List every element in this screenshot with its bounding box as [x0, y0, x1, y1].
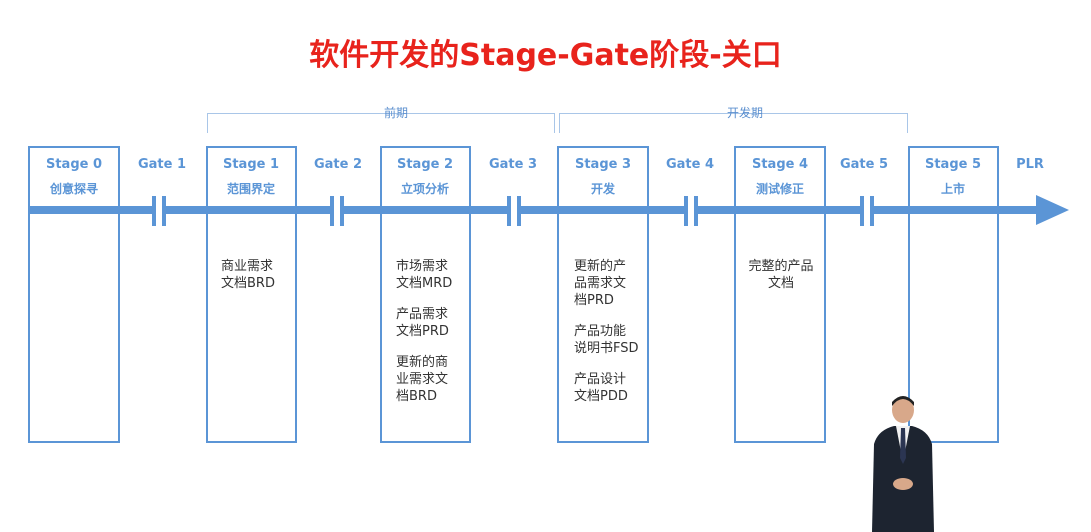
stage-5-box	[908, 146, 999, 443]
deliverable-line: 品需求文	[574, 276, 627, 291]
gate-1-label: Gate 1	[137, 157, 187, 172]
stage-4-box	[734, 146, 826, 443]
deliverable-line: 商业需求	[221, 259, 274, 274]
gate-1-tick-left	[152, 196, 156, 226]
stage-3-deliverables: 更新的产 品需求文 档PRD 产品功能 说明书FSD 产品设计 文档PDD	[574, 258, 644, 405]
stage-1-name: Stage 1	[222, 157, 280, 172]
gate-5-tick-left	[860, 196, 864, 226]
stage-1-box	[206, 146, 297, 443]
stage-2-box	[380, 146, 471, 443]
deliverable-line: 完整的产品	[748, 259, 814, 274]
deliverable-line: 文档PRD	[396, 324, 449, 339]
gate-3-label: Gate 3	[488, 157, 538, 172]
stage-2-name: Stage 2	[396, 157, 454, 172]
gate-2-label: Gate 2	[313, 157, 363, 172]
gate-2-tick-left	[330, 196, 334, 226]
deliverable-line: 文档BRD	[221, 276, 275, 291]
timeline-arrow-head	[1036, 195, 1069, 225]
deliverable-line: 说明书FSD	[574, 341, 639, 356]
plr-label: PLR	[1016, 157, 1044, 172]
stage-1-deliverables: 商业需求 文档BRD	[221, 258, 291, 292]
gate-4-label: Gate 4	[665, 157, 715, 172]
stage-5-sub: 上市	[940, 182, 966, 196]
stage-4-name: Stage 4	[751, 157, 809, 172]
stage-5-name: Stage 5	[924, 157, 982, 172]
phase-label-early: 前期	[383, 106, 409, 120]
stage-3-name: Stage 3	[574, 157, 632, 172]
gate-3-tick-right	[517, 196, 521, 226]
deliverable-line: 文档MRD	[396, 276, 453, 291]
stage-4-deliverables: 完整的产品 文档	[745, 258, 817, 292]
stage-1-sub: 范围界定	[226, 182, 276, 196]
stage-0-box	[28, 146, 120, 443]
stage-3-box	[557, 146, 649, 443]
deliverable-line: 文档PDD	[574, 389, 628, 404]
page-title: 软件开发的Stage-Gate阶段-关口	[309, 38, 782, 73]
deliverable-line: 档PRD	[574, 293, 614, 308]
phase-label-development: 开发期	[726, 106, 764, 120]
presenter-tie	[900, 428, 906, 464]
presenter-image	[872, 396, 934, 532]
gate-4-tick-right	[694, 196, 698, 226]
gate-1-tick-right	[162, 196, 166, 226]
deliverable-line: 档BRD	[396, 389, 437, 404]
gate-4-tick-left	[684, 196, 688, 226]
phase-bracket-development	[559, 113, 908, 133]
deliverable-line: 产品功能	[574, 324, 627, 339]
stage-3-sub: 开发	[590, 182, 616, 196]
deliverable-line: 产品需求	[396, 307, 449, 322]
gate-2-tick-right	[340, 196, 344, 226]
timeline-arrow-shaft	[28, 206, 1038, 214]
phase-bracket-early	[207, 113, 555, 133]
presenter-head	[892, 397, 914, 423]
deliverable-line: 更新的商	[396, 355, 449, 370]
deliverable-line: 文档	[767, 276, 794, 291]
deliverable-line: 业需求文	[396, 372, 449, 387]
stage-2-sub: 立项分析	[400, 182, 450, 196]
gate-5-label: Gate 5	[839, 157, 889, 172]
deliverable-line: 产品设计	[574, 372, 627, 387]
stage-4-sub: 测试修正	[755, 182, 805, 196]
stage-0-name: Stage 0	[45, 157, 103, 172]
deliverable-line: 更新的产	[574, 259, 627, 274]
presenter-hands	[893, 478, 913, 490]
gate-3-tick-left	[507, 196, 511, 226]
deliverable-line: 市场需求	[396, 259, 449, 274]
stage-0-sub: 创意探寻	[49, 182, 99, 196]
stage-2-deliverables: 市场需求 文档MRD 产品需求 文档PRD 更新的商 业需求文 档BRD	[396, 258, 466, 405]
presenter-hair	[892, 396, 914, 406]
gate-5-tick-right	[870, 196, 874, 226]
